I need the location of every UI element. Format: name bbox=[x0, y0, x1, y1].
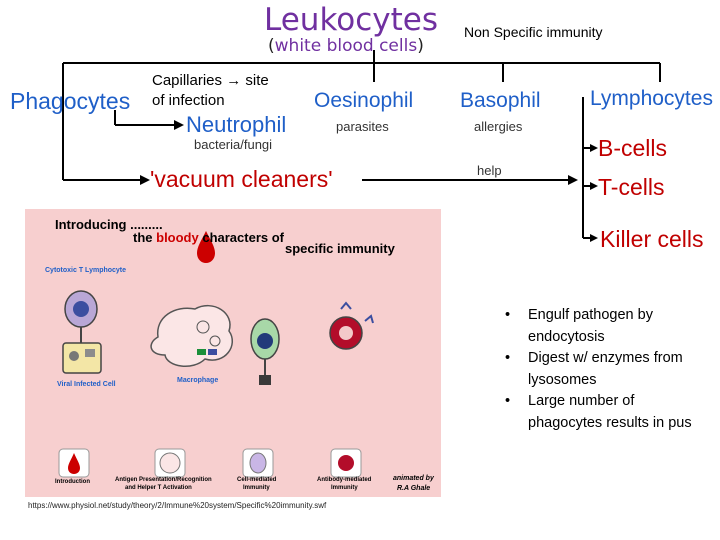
credit-author: R.A Ghale bbox=[397, 485, 431, 492]
bullet-icon: • bbox=[505, 393, 511, 409]
viral-infected-label: Viral Infected Cell bbox=[57, 381, 116, 388]
bullet-icon: • bbox=[505, 350, 511, 366]
bullet-text: Digest w/ enzymes from lysosomes bbox=[528, 350, 683, 388]
t-cells-label: T-cells bbox=[598, 174, 665, 200]
line2-c: characters of bbox=[198, 230, 284, 245]
oesinophil-sub: parasites bbox=[336, 119, 389, 134]
infected-cell-icon bbox=[62, 342, 102, 374]
subtitle-text: white blood cells bbox=[274, 36, 418, 56]
line2-bloody: bloody bbox=[156, 230, 199, 245]
specific-immunity-text: specific immunity bbox=[285, 241, 395, 256]
oesinophil-label: Oesinophil bbox=[314, 89, 414, 112]
bullet-item: • Digest w/ enzymes from lysosomes bbox=[500, 348, 700, 391]
capillaries-line1: Capillaries → site bbox=[152, 72, 269, 89]
credit-animated-by: animated by bbox=[393, 475, 434, 482]
lymphocytes-label: Lymphocytes bbox=[590, 87, 713, 110]
icon-label-introduction: Introduction bbox=[55, 479, 90, 485]
help-label: help bbox=[477, 163, 502, 178]
icon-label-antigen: Antigen Presentation/Recognition bbox=[115, 477, 212, 483]
source-url[interactable]: https://www.physiol.net/study/theory/2/I… bbox=[28, 501, 327, 510]
bullet-icon: • bbox=[505, 307, 511, 323]
subtitle-white-blood-cells: (white blood cells) bbox=[268, 36, 424, 56]
subtitle-open-paren: ( bbox=[268, 36, 275, 56]
icon-label-cell-mediated-2: Immunity bbox=[243, 485, 270, 491]
bullet-text: Large number of phagocytes results in pu… bbox=[528, 393, 692, 431]
animation-illustration bbox=[58, 231, 374, 478]
bloody-characters-text: the bloody characters of bbox=[133, 230, 284, 245]
capillaries-line2: of infection bbox=[152, 92, 225, 109]
subtitle-close-paren: ) bbox=[417, 36, 424, 56]
macrophage-label: Macrophage bbox=[177, 377, 219, 384]
macrophage-icon bbox=[150, 304, 234, 367]
cytotoxic-t-label: Cytotoxic T Lymphocyte bbox=[45, 267, 127, 274]
phagocytes-label: Phagocytes bbox=[10, 88, 131, 114]
line2-a: the bbox=[133, 230, 157, 245]
animation-panel: Introducing ......... the bloody charact… bbox=[25, 209, 441, 497]
bullet-text: Engulf pathogen by endocytosis bbox=[528, 307, 653, 345]
blood-drop-icon bbox=[197, 231, 215, 263]
b-cells-label: B-cells bbox=[598, 135, 668, 161]
neutrophil-label: Neutrophil bbox=[186, 112, 287, 137]
neutrophil-sub: bacteria/fungi bbox=[194, 137, 273, 152]
icon-label-cell-mediated: Cell-mediated bbox=[237, 477, 277, 483]
basophil-sub: allergies bbox=[474, 119, 523, 134]
bullet-item: • Engulf pathogen by endocytosis bbox=[500, 305, 700, 348]
capillaries-note: Capillaries → site of infection bbox=[152, 71, 269, 111]
non-specific-immunity-label: Non Specific immunity bbox=[464, 24, 603, 40]
introducing-text: Introducing ......... bbox=[55, 217, 163, 232]
title-leukocytes: Leukocytes bbox=[264, 2, 439, 38]
vacuum-cleaners-label: 'vacuum cleaners' bbox=[150, 166, 333, 192]
bullet-item: • Large number of phagocytes results in p… bbox=[500, 391, 700, 434]
basophil-label: Basophil bbox=[460, 89, 541, 112]
killer-cells-label: Killer cells bbox=[600, 226, 704, 252]
icon-label-antibody-2: Immunity bbox=[331, 485, 358, 491]
phagocyte-facts-list: • Engulf pathogen by endocytosis • Digest … bbox=[500, 305, 700, 434]
icon-label-helper: and Helper T Activation bbox=[125, 485, 192, 491]
icon-label-antibody: Antibody-mediated bbox=[317, 477, 372, 483]
